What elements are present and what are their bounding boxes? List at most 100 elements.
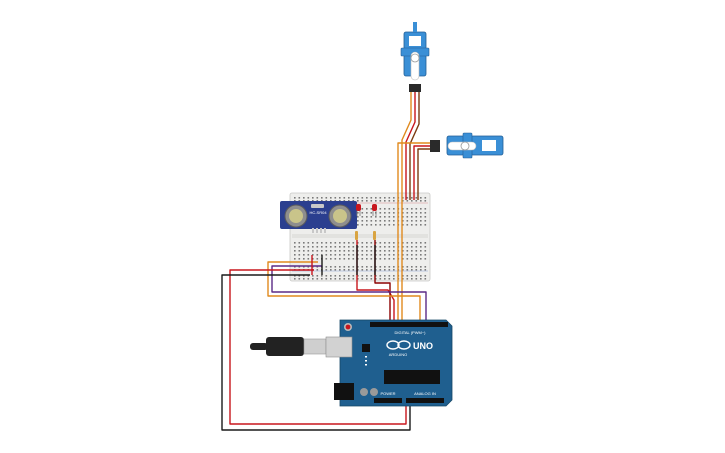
wire-servo-right-ground[interactable] bbox=[417, 148, 430, 200]
led[interactable] bbox=[372, 204, 377, 216]
breadboard-hole bbox=[370, 212, 373, 214]
breadboard-hole bbox=[303, 250, 305, 252]
breadboard-hole bbox=[406, 254, 409, 256]
arduino-reset-button[interactable] bbox=[345, 324, 351, 330]
servo-shaft bbox=[460, 141, 470, 151]
ultrasonic-sensor[interactable]: HC-SR04 bbox=[280, 201, 357, 233]
breadboard-hole bbox=[298, 254, 301, 256]
breadboard-hole bbox=[393, 246, 395, 248]
breadboard-hole bbox=[402, 216, 404, 218]
resistor[interactable] bbox=[355, 231, 358, 240]
breadboard-hole bbox=[375, 269, 377, 271]
breadboard-hole bbox=[298, 250, 301, 252]
sensor-pins bbox=[312, 228, 326, 233]
breadboard-hole bbox=[325, 258, 328, 260]
breadboard-hole bbox=[375, 216, 377, 218]
breadboard-hole bbox=[393, 197, 395, 199]
wire-servo-top-ground[interactable] bbox=[409, 92, 420, 200]
breadboard-hole bbox=[415, 200, 418, 202]
breadboard-hole bbox=[294, 200, 296, 202]
breadboard-hole bbox=[298, 278, 301, 280]
wire-sensor-trig[interactable] bbox=[267, 261, 421, 322]
wire-5v[interactable] bbox=[229, 269, 407, 425]
breadboard-hole bbox=[411, 208, 413, 210]
breadboard-hole bbox=[415, 246, 418, 248]
breadboard-hole bbox=[411, 275, 413, 277]
breadboard-hole bbox=[379, 254, 382, 256]
usb-plug-metal bbox=[303, 338, 327, 355]
breadboard-hole bbox=[384, 250, 386, 252]
breadboard-hole bbox=[379, 200, 382, 202]
breadboard-hole bbox=[384, 254, 386, 256]
servo-motor-right[interactable] bbox=[430, 132, 504, 159]
breadboard-hole bbox=[406, 208, 409, 210]
breadboard-hole bbox=[303, 278, 305, 280]
breadboard-hole bbox=[334, 200, 337, 202]
breadboard-hole bbox=[348, 197, 350, 199]
breadboard-hole bbox=[370, 258, 373, 260]
breadboard-hole bbox=[334, 275, 337, 277]
arduino-analog-label: ANALOG IN bbox=[414, 391, 436, 396]
led[interactable] bbox=[356, 204, 361, 216]
breadboard-hole bbox=[366, 220, 368, 222]
breadboard-hole bbox=[321, 246, 323, 248]
breadboard-hole bbox=[303, 246, 305, 248]
breadboard-hole bbox=[361, 250, 364, 252]
breadboard-hole bbox=[375, 246, 377, 248]
wire-servo-right-signal[interactable] bbox=[397, 142, 430, 322]
breadboard-hole bbox=[307, 275, 310, 277]
breadboard-hole bbox=[379, 197, 382, 199]
breadboard-hole bbox=[420, 197, 422, 199]
breadboard-hole bbox=[375, 258, 377, 260]
breadboard-hole bbox=[424, 250, 427, 252]
breadboard-hole bbox=[357, 216, 359, 218]
breadboard-hole bbox=[411, 254, 413, 256]
breadboard-hole bbox=[375, 266, 377, 268]
resistor[interactable] bbox=[373, 231, 376, 240]
wire-servo-top-signal[interactable] bbox=[401, 92, 412, 322]
breadboard-hole bbox=[298, 197, 301, 199]
breadboard-hole bbox=[370, 278, 373, 280]
breadboard-hole bbox=[406, 266, 409, 268]
breadboard-hole bbox=[316, 242, 319, 244]
breadboard-hole bbox=[388, 250, 391, 252]
breadboard-hole bbox=[366, 212, 368, 214]
breadboard-hole bbox=[393, 269, 395, 271]
breadboard-hole bbox=[384, 197, 386, 199]
breadboard-hole bbox=[388, 254, 391, 256]
breadboard-hole bbox=[393, 275, 395, 277]
usb-cable[interactable] bbox=[250, 337, 327, 356]
arduino-capacitor bbox=[370, 388, 378, 396]
breadboard-hole bbox=[384, 246, 386, 248]
breadboard-hole bbox=[357, 275, 359, 277]
wire-sensor-echo[interactable] bbox=[271, 265, 427, 322]
breadboard-hole bbox=[393, 266, 395, 268]
breadboard-hole bbox=[316, 269, 319, 271]
breadboard-hole bbox=[402, 275, 404, 277]
servo-motor-top[interactable] bbox=[400, 22, 430, 92]
arduino-uno-board[interactable]: DIGITAL (PWM~) POWER ANALOG IN UNO ARDUI… bbox=[325, 319, 453, 407]
arduino-power-jack bbox=[334, 383, 354, 400]
breadboard-hole bbox=[406, 246, 409, 248]
breadboard-hole bbox=[348, 200, 350, 202]
breadboard-hole bbox=[420, 208, 422, 210]
sensor-label: HC-SR04 bbox=[309, 210, 327, 215]
wire-gnd[interactable] bbox=[221, 274, 411, 431]
breadboard-hole bbox=[379, 216, 382, 218]
breadboard-hole bbox=[424, 242, 427, 244]
breadboard-hole bbox=[325, 242, 328, 244]
breadboard-hole bbox=[384, 266, 386, 268]
breadboard-hole bbox=[312, 278, 314, 280]
breadboard-hole bbox=[402, 200, 404, 202]
breadboard-hole bbox=[370, 250, 373, 252]
wire-servo-top-power[interactable] bbox=[405, 92, 416, 200]
breadboard-hole bbox=[406, 242, 409, 244]
wire-servo-right-power[interactable] bbox=[413, 145, 430, 200]
breadboard-hole bbox=[424, 212, 427, 214]
breadboard-hole bbox=[348, 266, 350, 268]
breadboard-hole bbox=[321, 242, 323, 244]
breadboard-hole bbox=[307, 246, 310, 248]
breadboard-hole bbox=[388, 200, 391, 202]
breadboard-hole bbox=[379, 224, 382, 226]
breadboard-hole bbox=[334, 197, 337, 199]
